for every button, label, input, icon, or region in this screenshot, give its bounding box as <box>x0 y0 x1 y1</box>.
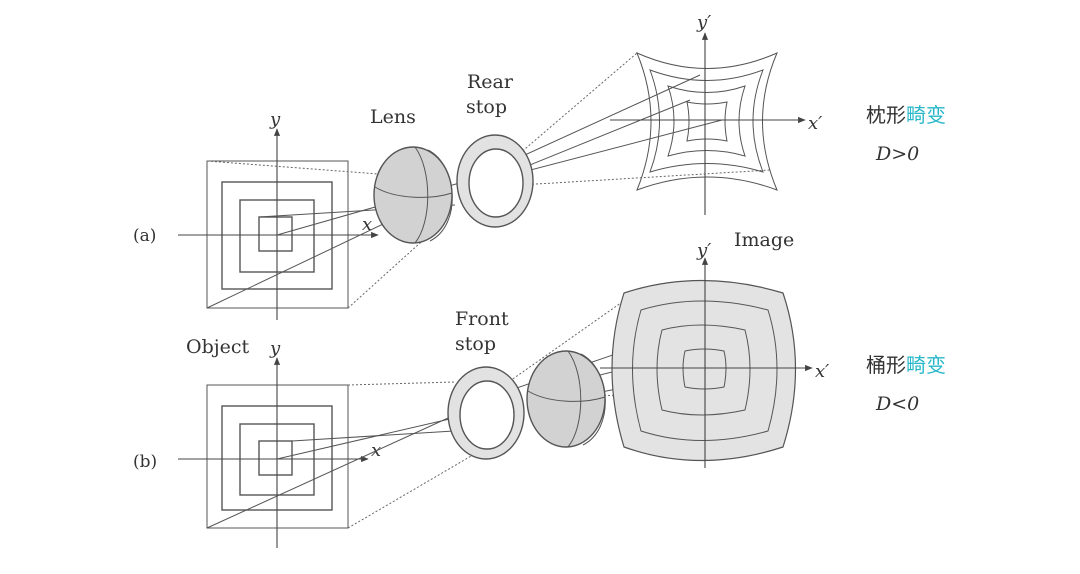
distortion-name-a: 枕形畸变 <box>866 103 946 127</box>
image-label-b: Image <box>734 229 794 251</box>
object-y-label-a: y <box>269 109 281 130</box>
image-y-label-a: y′ <box>696 12 711 33</box>
barrel-image-b <box>611 279 797 462</box>
lens-b <box>526 350 606 448</box>
stop-label-line1-a: Rear <box>467 71 514 93</box>
stop-label-line2-a: stop <box>466 96 507 118</box>
condition-b: D<0 <box>875 393 919 415</box>
pincushion-image-a <box>636 52 778 191</box>
object-label-b: Object <box>186 336 250 358</box>
stop-label-line2-b: stop <box>455 333 496 355</box>
lens-a <box>373 146 453 244</box>
image-x-label-a: x′ <box>808 113 822 134</box>
rear-stop-ring-a <box>456 134 534 228</box>
panel-b: y x Object (b) Front stop <box>133 229 946 548</box>
image-y-label-b: y′ <box>696 240 711 261</box>
panel-a: y x (a) Lens Rear st <box>133 12 946 320</box>
distortion-name-b: 桶形畸变 <box>866 353 946 377</box>
panel-label-b: (b) <box>133 452 157 472</box>
condition-a: D>0 <box>875 143 919 165</box>
stop-label-line1-b: Front <box>455 308 509 330</box>
front-stop-ring-b <box>447 366 525 460</box>
lens-label-a: Lens <box>370 106 416 128</box>
object-y-label-b: y <box>269 338 281 359</box>
image-x-label-b: x′ <box>815 361 829 382</box>
panel-label-a: (a) <box>133 226 156 246</box>
object-x-label-a: x <box>362 214 372 235</box>
